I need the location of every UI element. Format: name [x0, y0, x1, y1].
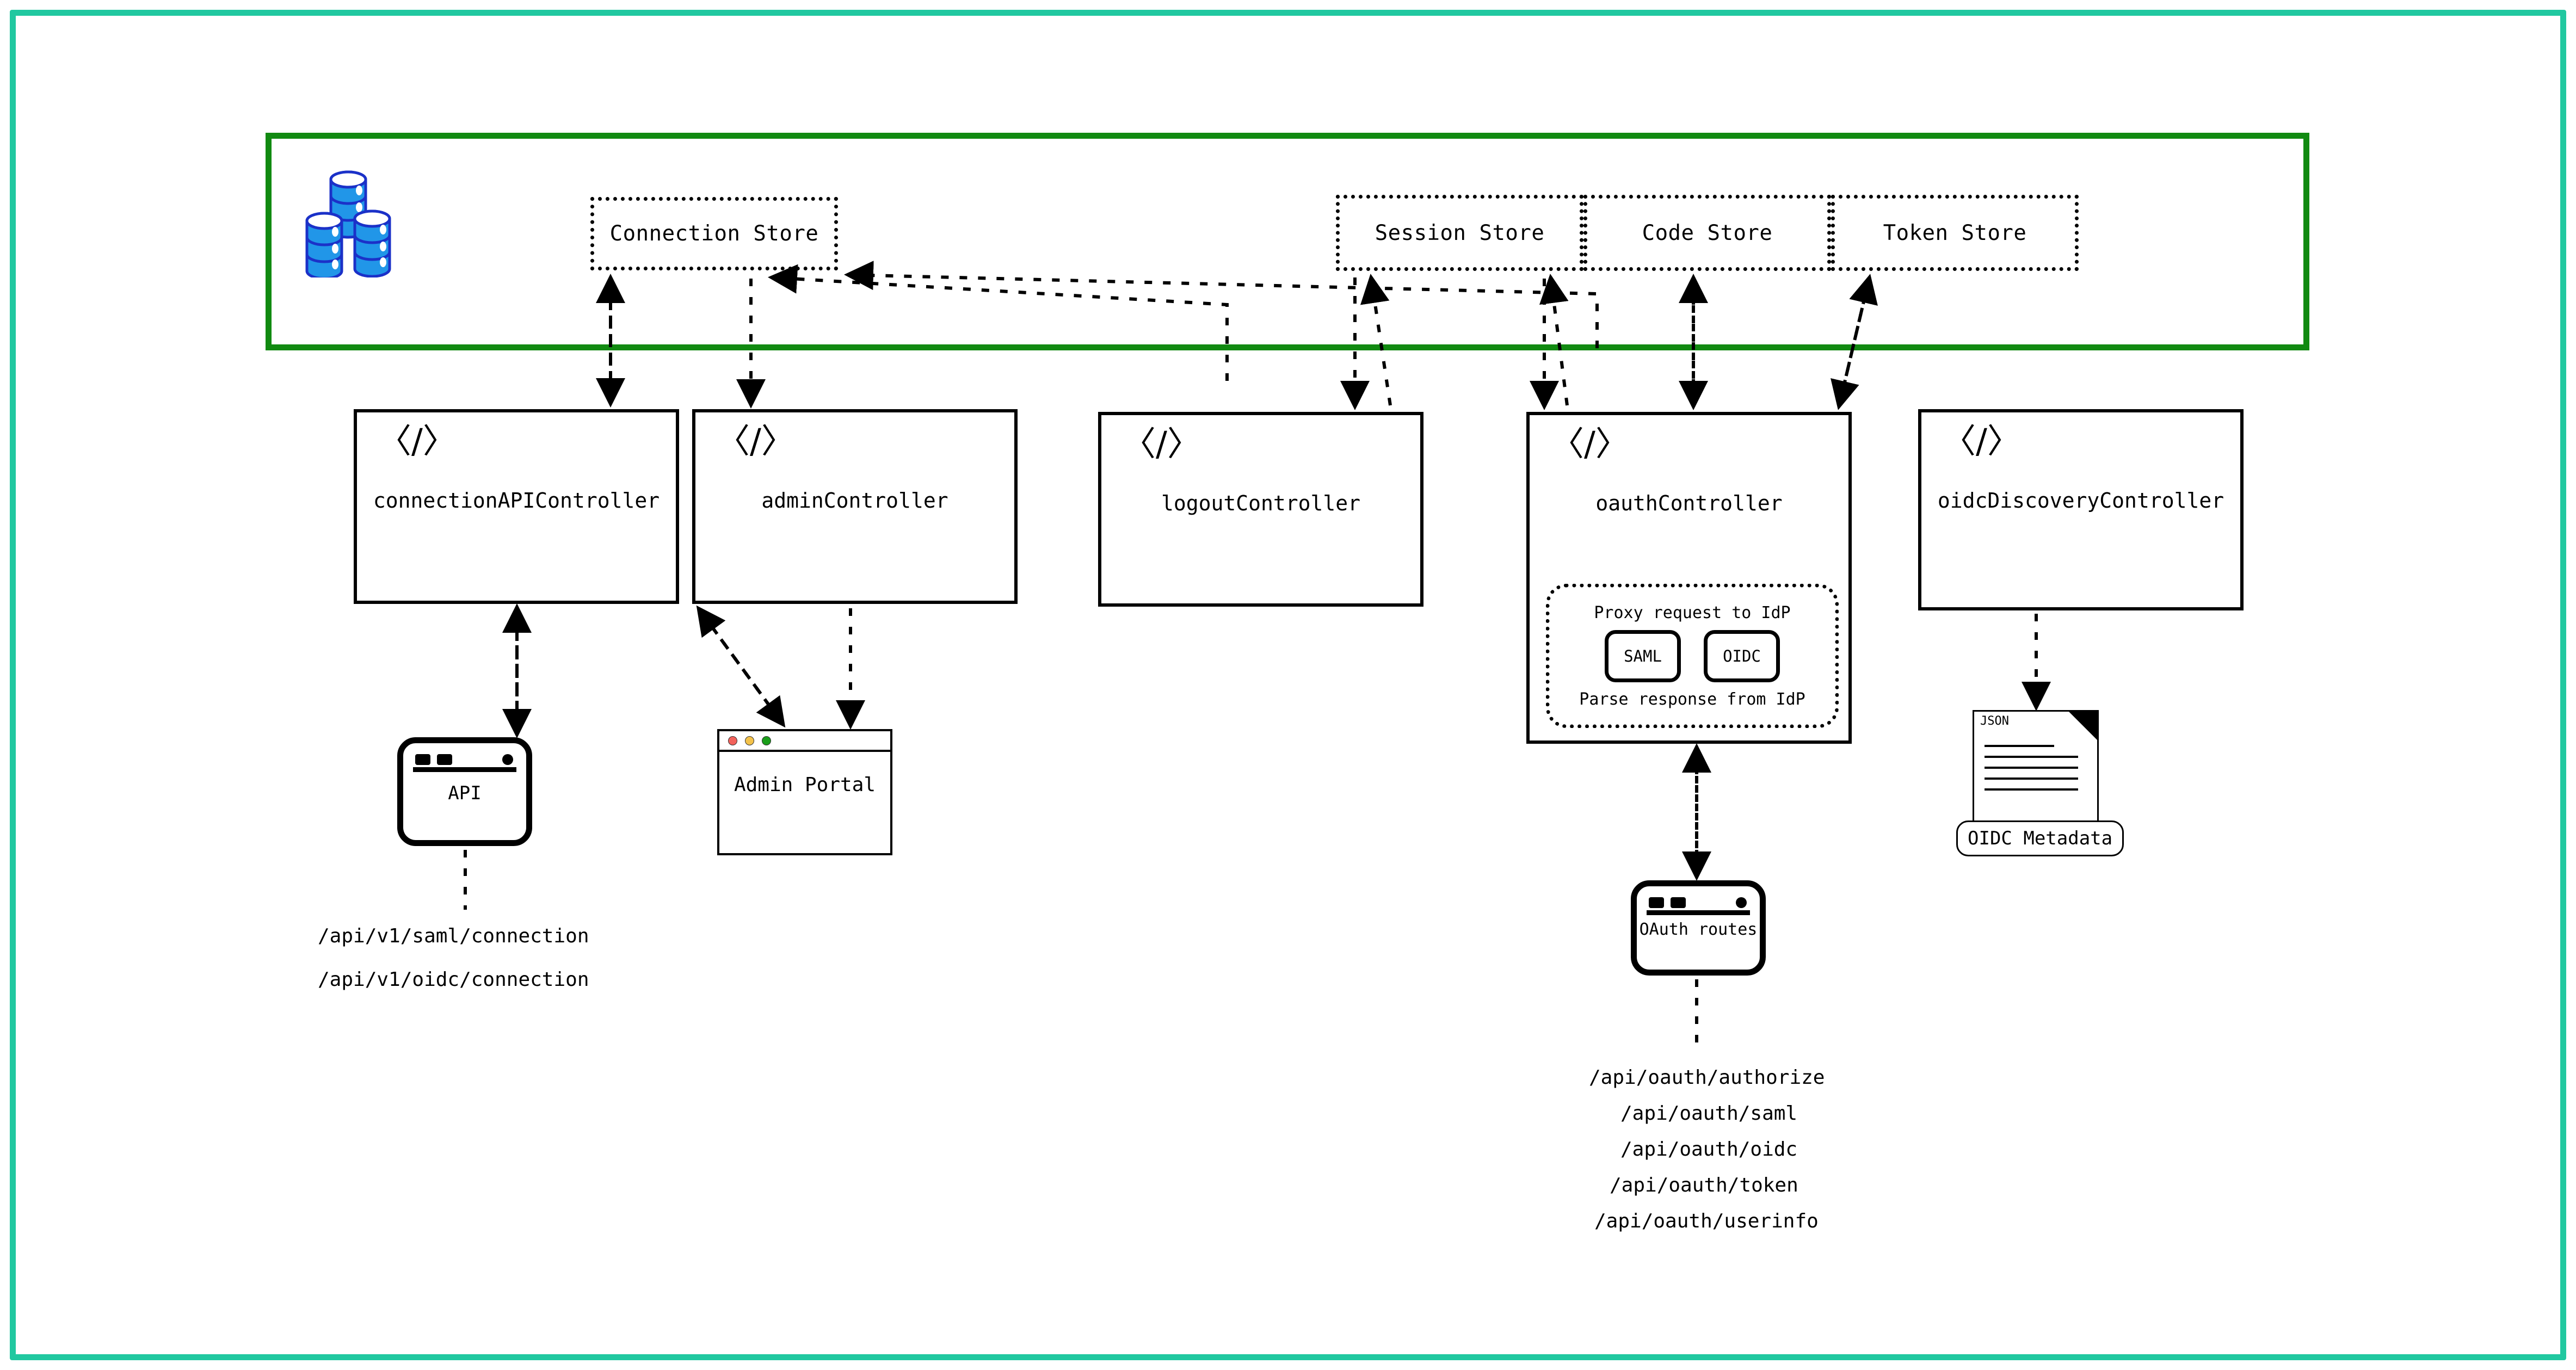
- admin-portal-label: Admin Portal: [734, 774, 876, 796]
- oidc-discovery-controller-label: oidcDiscoveryController: [1937, 489, 2224, 513]
- api-device-icon[interactable]: API: [397, 737, 532, 846]
- logout-controller-label: logoutController: [1161, 491, 1361, 515]
- doc-line: [1985, 777, 2078, 780]
- endpoint-text: /api/oauth/userinfo: [1594, 1210, 1819, 1232]
- routes-device-icon[interactable]: OAuth routes: [1631, 880, 1766, 976]
- api-icon-square-2: [437, 754, 452, 765]
- oidc-chip-label: OIDC: [1723, 646, 1761, 665]
- connection-store-box[interactable]: Connection Store: [590, 197, 838, 270]
- code-icon: 〈/〉: [1942, 421, 2021, 461]
- maximize-dot-icon: [762, 736, 771, 745]
- oidc-discovery-controller-box[interactable]: 〈/〉 oidcDiscoveryController: [1918, 409, 2244, 610]
- page-fold-icon: [2067, 710, 2099, 742]
- logout-controller-box[interactable]: 〈/〉 logoutController: [1098, 412, 1423, 607]
- doc-line: [1985, 745, 2054, 747]
- api-icon-bar: [413, 767, 516, 772]
- token-store-box[interactable]: Token Store: [1831, 195, 2079, 271]
- outer-frame: [10, 10, 2566, 1360]
- api-icon-dot: [502, 754, 513, 765]
- routes-icon-bar: [1647, 910, 1750, 915]
- code-icon: 〈/〉: [716, 421, 795, 461]
- doc-line: [1985, 767, 2078, 769]
- session-store-label: Session Store: [1375, 220, 1545, 245]
- routes-icon-dot: [1736, 897, 1747, 908]
- browser-window-icon[interactable]: Admin Portal: [717, 729, 892, 855]
- api-label: API: [448, 782, 482, 804]
- oauth-controller-box[interactable]: 〈/〉 oauthController Proxy request to IdP…: [1526, 412, 1852, 744]
- admin-controller-label: adminController: [761, 489, 948, 513]
- code-icon: 〈/〉: [378, 421, 457, 461]
- minimize-dot-icon: [745, 736, 754, 745]
- database-cylinders-icon: [305, 169, 435, 280]
- json-tag-label: JSON: [1980, 714, 2009, 728]
- doc-line: [1985, 788, 2078, 791]
- endpoint-text: /api/oauth/oidc: [1620, 1138, 1798, 1161]
- doc-line: [1985, 756, 2078, 758]
- idp-proxy-block: Proxy request to IdP SAML OIDC Parse res…: [1546, 584, 1839, 728]
- close-dot-icon: [728, 736, 737, 745]
- connection-api-controller-box[interactable]: 〈/〉 connectionAPIController: [354, 409, 679, 604]
- parse-response-label: Parse response from IdP: [1579, 689, 1805, 709]
- oidc-metadata-pill[interactable]: OIDC Metadata: [1956, 820, 2124, 856]
- code-store-label: Code Store: [1642, 220, 1773, 245]
- endpoint-text: /api/oauth/saml: [1620, 1102, 1798, 1125]
- oidc-metadata-label: OIDC Metadata: [1968, 828, 2113, 849]
- oauth-controller-label: oauthController: [1595, 491, 1783, 515]
- routes-icon-square-2: [1671, 897, 1686, 908]
- code-icon: 〈/〉: [1550, 424, 1629, 464]
- saml-chip-label: SAML: [1624, 646, 1662, 665]
- oauth-routes-label: OAuth routes: [1639, 920, 1758, 939]
- token-store-label: Token Store: [1883, 220, 2027, 245]
- code-store-box[interactable]: Code Store: [1583, 195, 1831, 271]
- browser-titlebar: [719, 731, 890, 752]
- saml-chip[interactable]: SAML: [1605, 630, 1681, 682]
- routes-icon-square-1: [1649, 897, 1664, 908]
- session-store-box[interactable]: Session Store: [1336, 195, 1583, 271]
- code-icon: 〈/〉: [1122, 424, 1201, 464]
- endpoint-text: /api/v1/saml/connection: [318, 925, 589, 947]
- api-icon-square-1: [415, 754, 430, 765]
- admin-controller-box[interactable]: 〈/〉 adminController: [692, 409, 1018, 604]
- endpoint-text: /api/oauth/authorize: [1589, 1066, 1825, 1089]
- endpoint-text: /api/v1/oidc/connection: [318, 968, 589, 991]
- proxy-request-label: Proxy request to IdP: [1594, 603, 1791, 622]
- oidc-chip[interactable]: OIDC: [1704, 630, 1780, 682]
- connection-api-controller-label: connectionAPIController: [373, 489, 660, 513]
- endpoint-text: /api/oauth/token: [1610, 1174, 1798, 1196]
- connection-store-label: Connection Store: [609, 221, 819, 246]
